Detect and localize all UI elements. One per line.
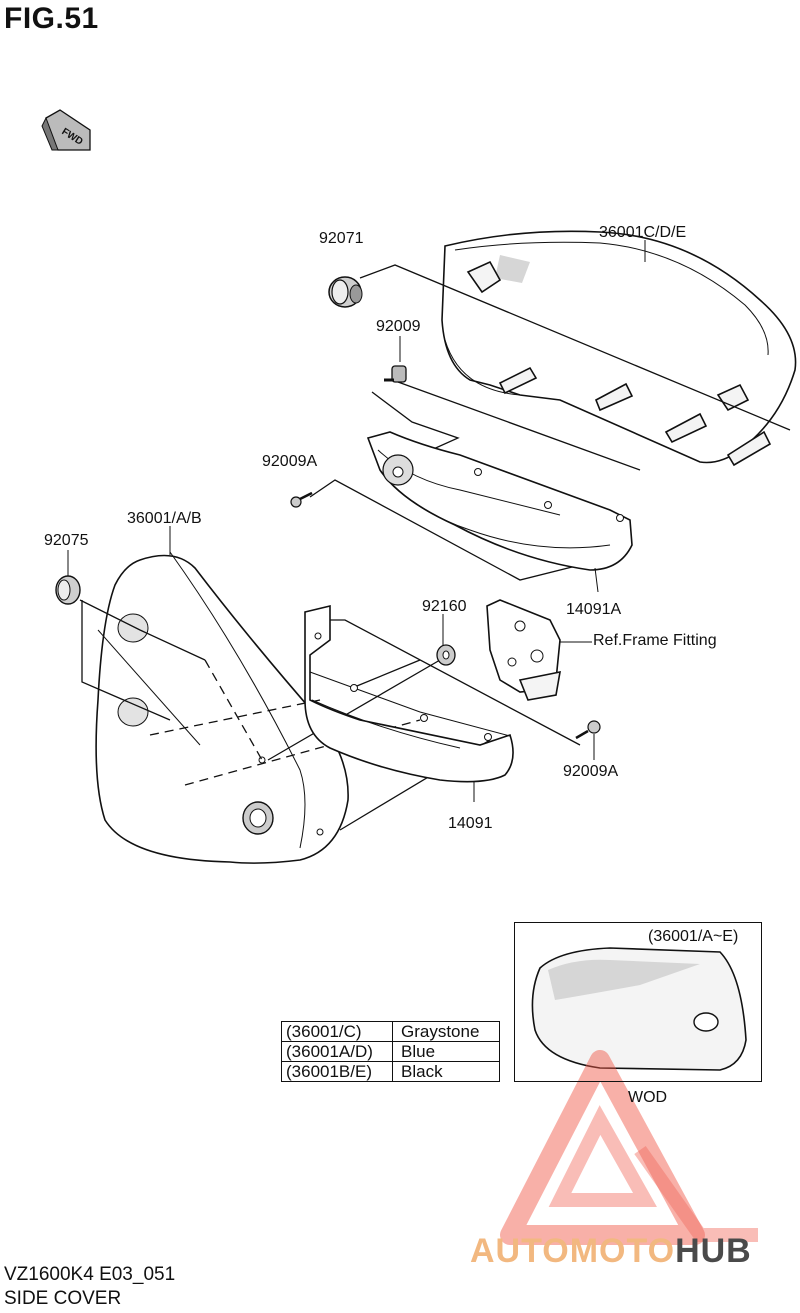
model-code: VZ1600K4 E03_051 (4, 1264, 176, 1285)
inner-cover-14091a (366, 431, 633, 593)
inset-title: (36001/A~E) (648, 928, 739, 945)
part-label-14091: 14091 (448, 815, 493, 832)
forward-direction-arrow: FWD (41, 109, 91, 151)
frame-bracket (486, 599, 592, 701)
color-row: (36001/C) Graystone (281, 1021, 500, 1042)
upper-leader-lines (309, 264, 791, 581)
color-code: (36001A/D) (281, 1041, 393, 1062)
screw-92009a-lower (575, 720, 601, 740)
color-code-table: (36001/C) Graystone (36001A/D) Blue (360… (281, 1021, 500, 1082)
bolt-92009 (384, 365, 407, 383)
inset-note-wod: WOD (628, 1089, 668, 1106)
part-label-92160: 92160 (422, 598, 467, 615)
automotohub-logo (500, 1050, 758, 1245)
part-label-14091a: 14091A (566, 601, 622, 618)
grommet-92071 (328, 276, 363, 308)
part-label-36001ab: 36001/A/B (127, 510, 202, 527)
part-label-92009a-upper: 92009A (262, 453, 318, 470)
watermark-brand-part1: AUTOMOTO (470, 1232, 676, 1270)
ref-frame-fitting-label: Ref.Frame Fitting (593, 632, 717, 649)
figure-title: FIG.51 (4, 2, 99, 35)
part-label-36001cde: 36001C/D/E (599, 224, 687, 241)
color-name: Graystone (392, 1021, 500, 1042)
label-leaders (67, 240, 646, 760)
grommet-92075 (55, 575, 81, 605)
color-row: (36001B/E) Black (281, 1061, 500, 1082)
right-side-cover-36001cde (441, 230, 797, 467)
inner-cover-14091 (304, 604, 514, 802)
color-name: Black (392, 1061, 500, 1082)
inset-box (514, 922, 762, 1082)
color-code: (36001/C) (281, 1021, 393, 1042)
color-row: (36001A/D) Blue (281, 1041, 500, 1062)
part-label-92075: 92075 (44, 532, 89, 549)
color-name: Blue (392, 1041, 500, 1062)
color-code: (36001B/E) (281, 1061, 393, 1082)
part-label-92071: 92071 (319, 230, 364, 247)
watermark-brand: AUTOMOTOHUB (470, 1232, 752, 1271)
screw-92009a-upper (290, 491, 313, 508)
washer-92160 (436, 644, 456, 666)
inset-cover-drawing (531, 947, 747, 1071)
part-label-92009a-lower: 92009A (563, 763, 619, 780)
left-side-cover-36001ab (95, 551, 349, 864)
watermark-brand-part2: HUB (675, 1232, 752, 1270)
part-label-92009: 92009 (376, 318, 421, 335)
section-name: SIDE COVER (4, 1288, 122, 1309)
